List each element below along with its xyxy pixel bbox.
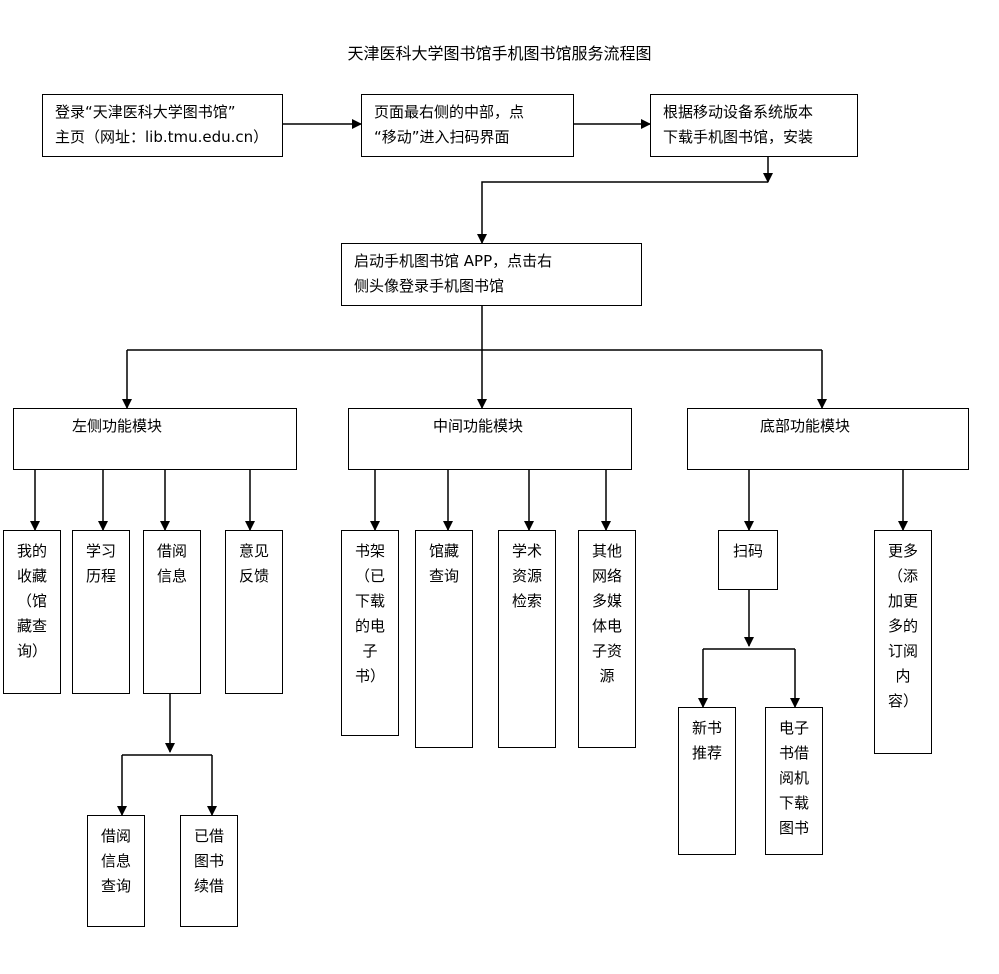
bookshelf-text: 书架 （已 下载 的电 子 书） bbox=[354, 542, 385, 685]
scan-code-box: 扫码 bbox=[718, 530, 778, 590]
academic-search-text: 学术 资源 检索 bbox=[511, 542, 542, 610]
borrow-info-box: 借阅 信息 bbox=[143, 530, 201, 694]
arrow-to-step4 bbox=[477, 181, 768, 244]
step3-text: 根据移动设备系统版本 下载手机图书馆，安装 bbox=[663, 103, 814, 146]
new-books-box: 新书 推荐 bbox=[678, 707, 736, 855]
my-collection-box: 我的 收藏 （馆 藏查 询） bbox=[3, 530, 61, 694]
new-books-text: 新书 推荐 bbox=[691, 719, 722, 762]
step4-text: 启动手机图书馆 APP，点击右 侧头像登录手机图书馆 bbox=[354, 252, 553, 295]
left-module-box: 左侧功能模块 bbox=[13, 408, 297, 470]
step1-login-homepage: 登录“天津医科大学图书馆” 主页（网址：lib.tmu.edu.cn） bbox=[42, 94, 283, 157]
ebook-machine-text: 电子 书借 阅机 下载 图书 bbox=[778, 719, 809, 837]
borrow-info-text: 借阅 信息 bbox=[156, 542, 187, 585]
bottom-module-text: 底部功能模块 bbox=[760, 417, 851, 435]
more-text: 更多 （添 加更 多的 订阅 内 容） bbox=[887, 542, 918, 710]
catalog-query-box: 馆藏 查询 bbox=[415, 530, 473, 748]
borrow-info-query-text: 借阅 信息 查询 bbox=[100, 827, 131, 895]
catalog-query-text: 馆藏 查询 bbox=[428, 542, 459, 585]
diagram-title: 天津医科大学图书馆手机图书馆服务流程图 bbox=[347, 44, 652, 63]
other-media-box: 其他 网络 多媒 体电 子资 源 bbox=[578, 530, 636, 748]
academic-search-box: 学术 资源 检索 bbox=[498, 530, 556, 748]
step4-launch-app: 启动手机图书馆 APP，点击右 侧头像登录手机图书馆 bbox=[341, 243, 642, 306]
step3-download-install: 根据移动设备系统版本 下载手机图书馆，安装 bbox=[650, 94, 858, 157]
left-module-text: 左侧功能模块 bbox=[72, 417, 163, 435]
feedback-box: 意见 反馈 bbox=[225, 530, 283, 694]
step1-text: 登录“天津医科大学图书馆” 主页（网址：lib.tmu.edu.cn） bbox=[55, 103, 269, 146]
step2-text: 页面最右侧的中部，点 “移动”进入扫码界面 bbox=[374, 103, 525, 146]
feedback-text: 意见 反馈 bbox=[238, 542, 269, 585]
study-history-text: 学习 历程 bbox=[85, 542, 116, 585]
middle-module-box: 中间功能模块 bbox=[348, 408, 632, 470]
scan-code-text: 扫码 bbox=[732, 542, 763, 560]
study-history-box: 学习 历程 bbox=[72, 530, 130, 694]
step2-scan-entry: 页面最右侧的中部，点 “移动”进入扫码界面 bbox=[361, 94, 574, 157]
renew-books-text: 已借 图书 续借 bbox=[193, 827, 224, 895]
bookshelf-box: 书架 （已 下载 的电 子 书） bbox=[341, 530, 399, 736]
my-collection-text: 我的 收藏 （馆 藏查 询） bbox=[16, 542, 47, 660]
ebook-machine-box: 电子 书借 阅机 下载 图书 bbox=[765, 707, 823, 855]
renew-books-box: 已借 图书 续借 bbox=[180, 815, 238, 927]
more-box: 更多 （添 加更 多的 订阅 内 容） bbox=[874, 530, 932, 754]
middle-module-text: 中间功能模块 bbox=[433, 417, 524, 435]
bottom-module-box: 底部功能模块 bbox=[687, 408, 969, 470]
borrow-info-query-box: 借阅 信息 查询 bbox=[87, 815, 145, 927]
other-media-text: 其他 网络 多媒 体电 子资 源 bbox=[591, 542, 622, 685]
